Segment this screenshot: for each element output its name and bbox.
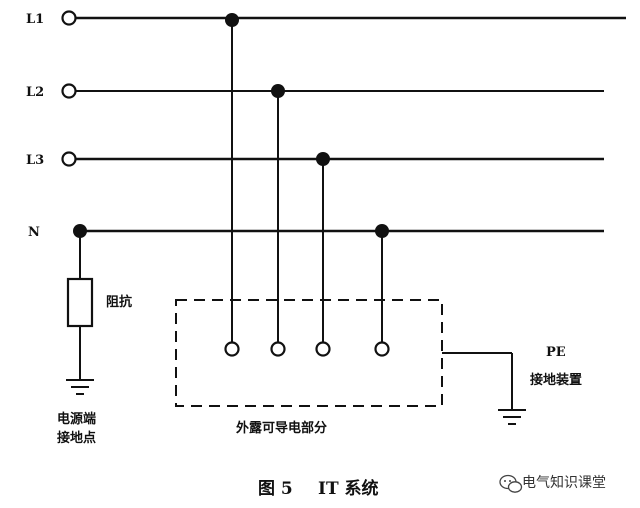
equipment-terminal-4 <box>374 341 390 357</box>
junction-n <box>375 224 389 238</box>
junction-l2 <box>271 84 285 98</box>
figure-title: IT 系统 <box>318 478 379 499</box>
exposed-part-label: 外露可导电部分 <box>235 420 327 436</box>
source-ground-label-2: 接地点 <box>57 430 96 446</box>
impedance-resistor <box>66 277 94 328</box>
figure-number: 图 5 <box>258 479 293 499</box>
junction-l1 <box>225 13 239 27</box>
equipment-terminal-3 <box>315 341 331 357</box>
watermark-text: 电气知识课堂 <box>522 474 606 491</box>
equipment-terminal-1 <box>224 341 240 357</box>
line-label-l2: L2 <box>26 85 44 100</box>
terminal-l1 <box>61 10 77 26</box>
wechat-icon <box>499 474 523 493</box>
junction-l3 <box>316 152 330 166</box>
terminal-l2 <box>61 83 77 99</box>
pe-label: PE <box>546 345 566 360</box>
exposed-conductive-part-box <box>175 299 443 407</box>
impedance-label: 阻抗 <box>106 294 132 310</box>
source-ground-symbol-icon <box>66 379 94 395</box>
equipment-terminal-2 <box>270 341 286 357</box>
line-label-l1: L1 <box>26 12 44 27</box>
source-ground-label-1: 电源端 <box>57 411 96 427</box>
line-label-l3: L3 <box>26 153 44 168</box>
terminal-l3 <box>61 151 77 167</box>
earthing-device-label: 接地装置 <box>530 372 582 388</box>
pe-ground-symbol-icon <box>498 409 526 425</box>
line-label-n: N <box>28 225 40 240</box>
